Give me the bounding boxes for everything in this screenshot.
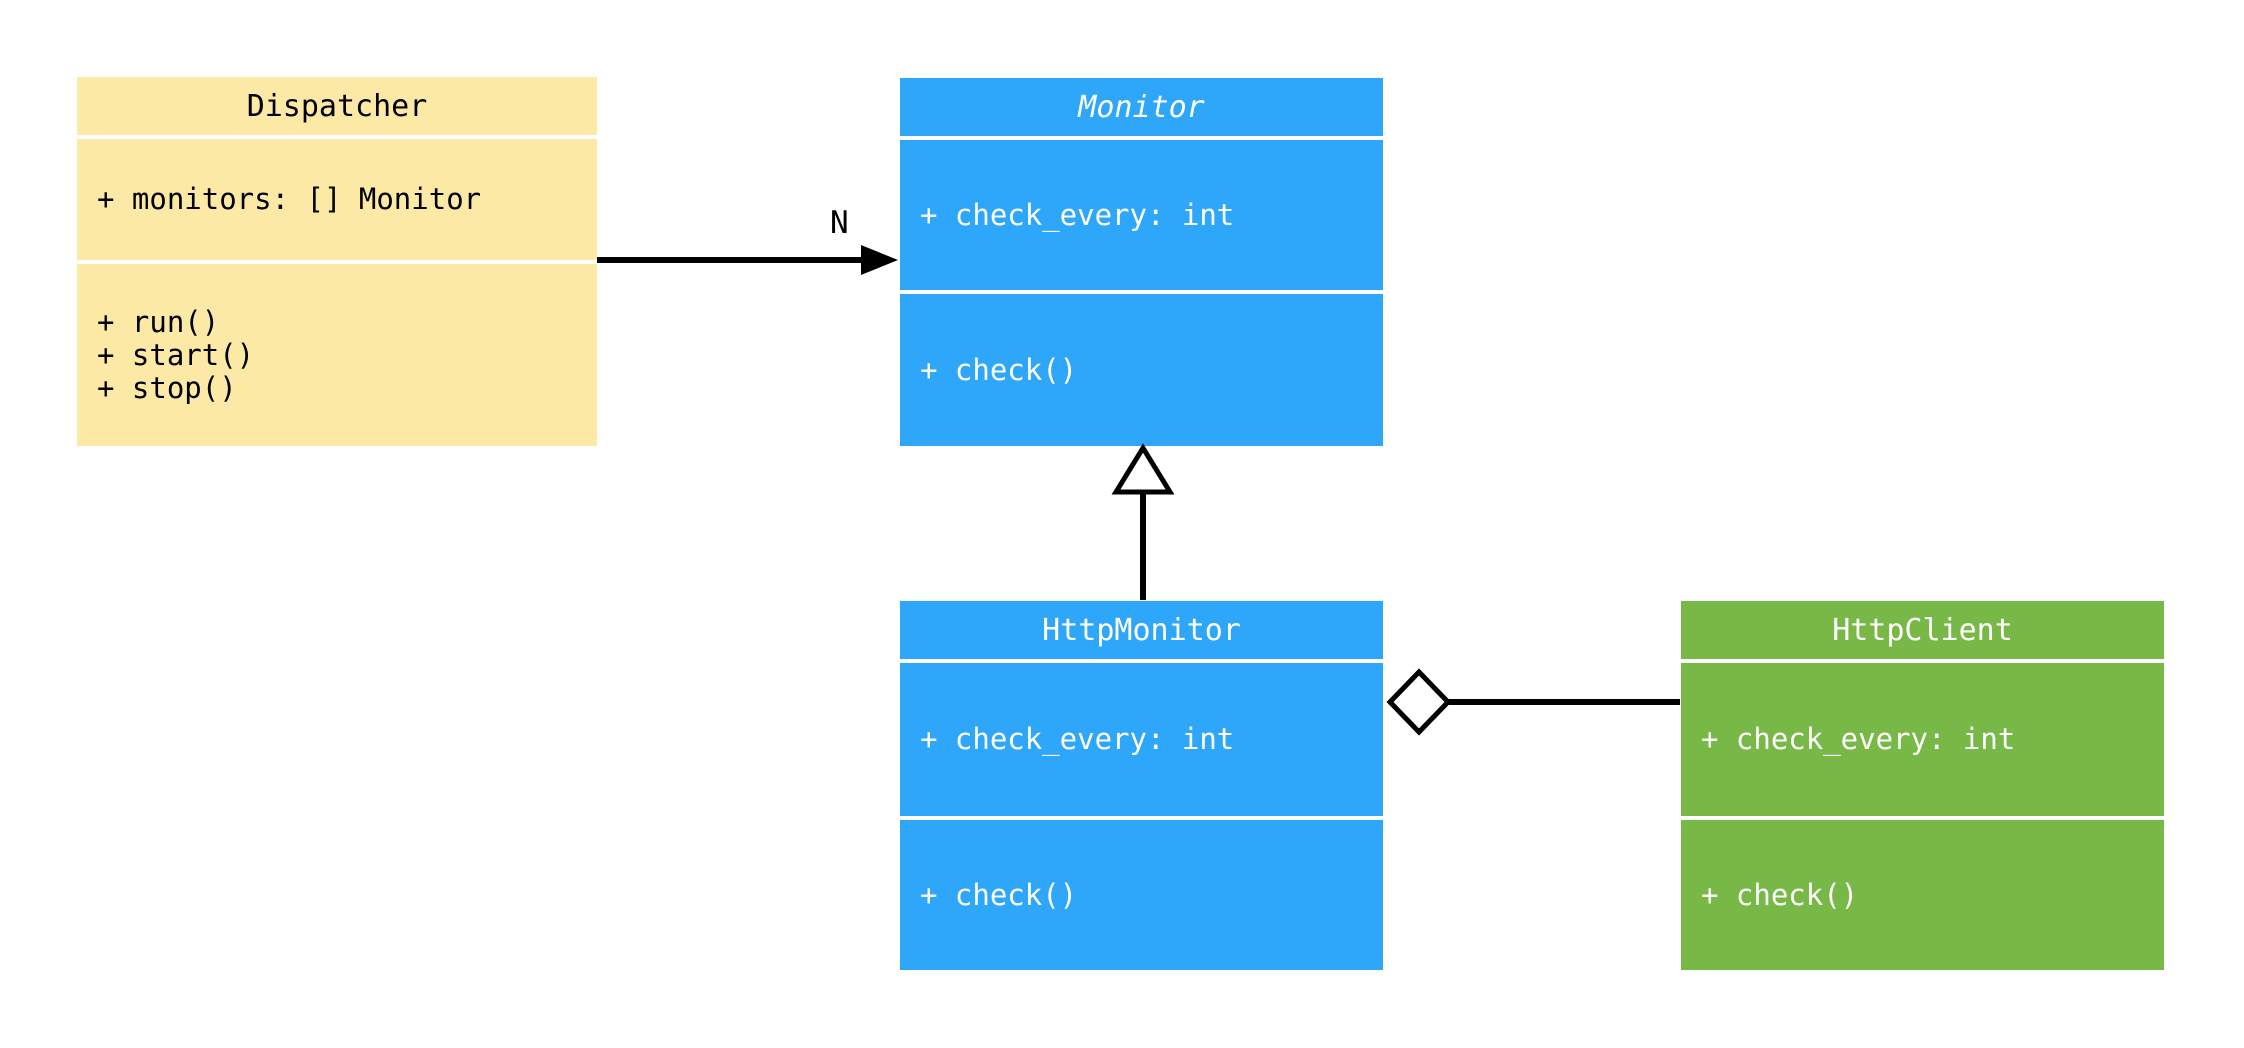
attributes-compartment: + check_every: int: [900, 663, 1383, 816]
method-check: + check(): [920, 877, 1078, 912]
edge-association-dispatcher-monitor[interactable]: [597, 245, 898, 275]
class-node-httpclient[interactable]: HttpClient + check_every: int + check(): [1681, 601, 2164, 970]
attributes-compartment: + check_every: int: [1681, 663, 2164, 816]
methods-compartment: + run() + start() + stop(): [77, 264, 597, 446]
class-title-dispatcher: Dispatcher: [77, 77, 597, 135]
method-check: + check(): [920, 352, 1078, 387]
class-node-monitor[interactable]: Monitor + check_every: int + check(): [900, 78, 1383, 446]
attribute-check-every: + check_every: int: [920, 197, 1235, 232]
attribute-check-every: + check_every: int: [920, 722, 1235, 756]
attributes-compartment: + check_every: int: [900, 140, 1383, 290]
methods-compartment: + check(): [900, 294, 1383, 446]
edge-generalization-httpmonitor-monitor[interactable]: [1111, 443, 1175, 600]
generalization-triangle: [1111, 443, 1175, 495]
method-start: + start(): [97, 337, 255, 372]
association-arrowhead: [861, 245, 898, 275]
methods-compartment: + check(): [1681, 820, 2164, 970]
methods-compartment: + check(): [900, 820, 1383, 970]
attribute-monitors: + monitors: [] Monitor: [97, 182, 482, 216]
class-title-monitor: Monitor: [900, 78, 1383, 136]
class-node-dispatcher[interactable]: Dispatcher + monitors: [] Monitor + run(…: [77, 77, 597, 446]
method-stop: + stop(): [97, 370, 237, 405]
class-title-httpclient: HttpClient: [1681, 601, 2164, 659]
class-title-httpmonitor: HttpMonitor: [900, 601, 1383, 659]
edge-aggregation-httpmonitor-httpclient[interactable]: [1386, 668, 1680, 736]
attribute-check-every: + check_every: int: [1701, 722, 2016, 756]
multiplicity-label: N: [830, 205, 849, 241]
method-check: + check(): [1701, 877, 1859, 912]
class-node-httpmonitor[interactable]: HttpMonitor + check_every: int + check(): [900, 601, 1383, 970]
aggregation-diamond: [1386, 668, 1452, 736]
method-run: + run(): [97, 304, 220, 339]
attributes-compartment: + monitors: [] Monitor: [77, 139, 597, 260]
